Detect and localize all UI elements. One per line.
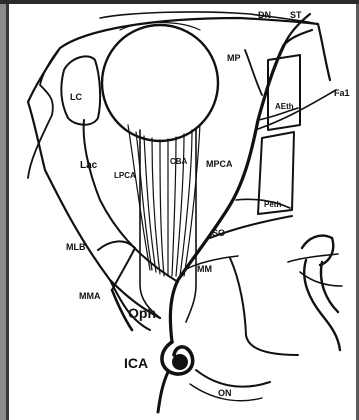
label-lc: LC	[70, 92, 82, 102]
medial-palpebral-artery	[245, 50, 262, 95]
label-lpca: LPCA	[114, 171, 136, 180]
inset-vessel-tube	[304, 260, 340, 350]
ica-lower-segment	[158, 372, 168, 412]
label-lac: Lac	[80, 160, 98, 171]
label-fa1: Fa1	[334, 88, 350, 98]
ica-lumen	[172, 354, 188, 370]
label-peth: Peth	[264, 200, 281, 209]
meningolacrimal-branch	[98, 241, 135, 290]
label-aeth: AEth	[275, 102, 294, 111]
posterior-ethmoidal-artery	[236, 199, 290, 208]
orbit-lateral-wall	[28, 48, 60, 178]
lacrimal-gland	[61, 56, 100, 124]
label-on: ON	[218, 388, 232, 398]
label-mpca: MPCA	[206, 159, 233, 169]
label-mp: MP	[227, 53, 241, 63]
label-cba: CBA	[170, 157, 188, 166]
eye-globe	[102, 25, 218, 141]
label-dn: DN	[258, 10, 271, 20]
label-so: SO	[212, 228, 225, 238]
label-oph: Oph	[128, 305, 156, 321]
label-mma: MMA	[79, 291, 101, 301]
orbit-outline	[28, 18, 330, 318]
optic-nerve	[196, 370, 270, 387]
label-ica: ICA	[124, 355, 148, 371]
ophthalmic-artery-trunk	[170, 45, 284, 342]
label-mm: MM	[197, 264, 212, 274]
label-st: ST	[290, 10, 302, 20]
label-mlb: MLB	[66, 242, 86, 252]
